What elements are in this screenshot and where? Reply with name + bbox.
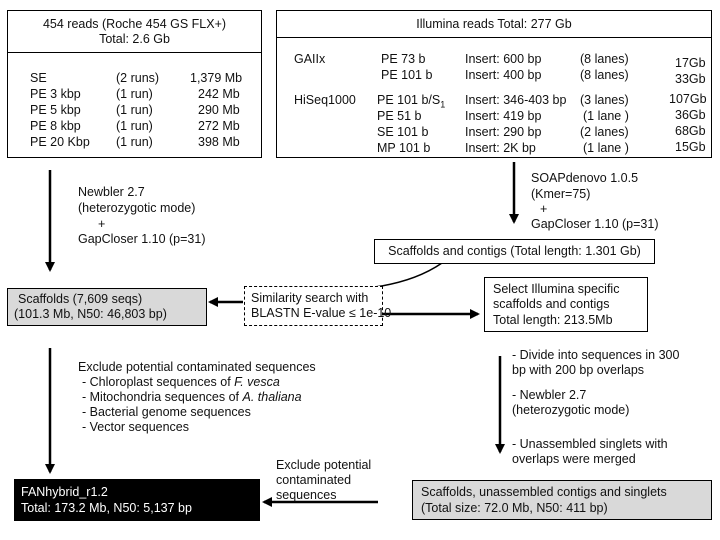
platform-gaiix: GAIIx xyxy=(294,52,326,66)
illumina-row-insert: Insert: 290 bp xyxy=(465,125,542,139)
illumina-row-insert: Insert: 2K bp xyxy=(465,141,536,155)
scaffolds-454-stats: (101.3 Mb, N50: 46,803 bp) xyxy=(14,307,167,321)
illumina-row-type: PE 101 b xyxy=(381,68,433,82)
newbler-plus: + xyxy=(98,217,106,231)
illumina-row-lanes: (8 lanes) xyxy=(580,68,629,82)
exclude-item-text: - Mitochondria sequences of xyxy=(82,390,243,404)
final-assembly-stats: Total: 173.2 Mb, N50: 5,137 bp xyxy=(21,501,192,515)
divide-step-line1: - Divide into sequences in 300 xyxy=(512,348,680,362)
illumina-row-type: PE 73 b xyxy=(381,52,426,66)
roche-row-type: PE 8 kbp xyxy=(30,119,81,133)
final-assembly-name: FANhybrid_r1.2 xyxy=(21,485,108,499)
illumina-row-type: PE 101 b/S1 xyxy=(377,93,445,113)
illumina-title: Illumina reads Total: 277 Gb xyxy=(416,17,572,31)
soapdenovo-plus: + xyxy=(540,202,548,216)
roche-row-size: 398 Mb xyxy=(198,135,240,149)
illumina-divider xyxy=(277,37,711,38)
newbler-step-line2: (heterozygotic mode) xyxy=(512,403,630,417)
illumina-reads-box: Illumina reads Total: 277 Gb GAIIx HiSeq… xyxy=(276,10,712,158)
illumina-row-lanes: (8 lanes) xyxy=(580,52,629,66)
newbler-mode: (heterozygotic mode) xyxy=(78,201,196,215)
illumina-row-size: 107Gb xyxy=(669,92,707,106)
newbler-version: Newbler 2.7 xyxy=(78,185,145,199)
exclude-bottom-line1: Exclude potential xyxy=(276,458,372,472)
roche-row-size: 290 Mb xyxy=(198,103,240,117)
similarity-search-title: Similarity search with xyxy=(251,291,369,305)
exclude-bottom-line3: sequences xyxy=(276,488,337,502)
roche-row-size: 242 Mb xyxy=(198,87,240,101)
roche-reads-box: 454 reads (Roche 454 GS FLX+) Total: 2.6… xyxy=(7,10,262,158)
illumina-row-insert: Insert: 346-403 bp xyxy=(465,93,567,107)
illumina-row-size: 15Gb xyxy=(675,140,706,154)
exclude-item-chloroplast: - Chloroplast sequences of F. vesca xyxy=(82,375,280,390)
roche-row-runs: (1 run) xyxy=(116,103,153,117)
scaffolds-454-count: Scaffolds (7,609 seqs) xyxy=(18,292,143,306)
exclude-item-bacterial: - Bacterial genome sequences xyxy=(82,405,251,419)
select-illumina-line2: scaffolds and contigs xyxy=(493,297,610,311)
select-illumina-total: Total length: 213.5Mb xyxy=(493,313,613,327)
roche-row-size: 1,379 Mb xyxy=(190,71,243,85)
newbler-step-line1: - Newbler 2.7 xyxy=(512,388,587,402)
illumina-row-lanes: (1 lane ) xyxy=(583,109,629,123)
species-name: F. vesca xyxy=(234,375,280,389)
exclude-item-vector: - Vector sequences xyxy=(82,420,190,434)
roche-row-runs: (1 run) xyxy=(116,135,153,149)
roche-row-type: SE xyxy=(30,71,47,85)
illumina-row-lanes: (2 lanes) xyxy=(580,125,629,139)
roche-row-runs: (2 runs) xyxy=(116,71,160,85)
illumina-row-type-main: PE 101 b/S xyxy=(377,93,441,107)
species-name: A. thaliana xyxy=(242,390,302,404)
illumina-row-type: PE 51 b xyxy=(377,109,422,123)
similarity-search-threshold: BLASTN E-value ≤ 1e-10 xyxy=(251,306,392,320)
illumina-row-lanes: (3 lanes) xyxy=(580,93,629,107)
illumina-row-size: 68Gb xyxy=(675,124,706,138)
soapdenovo-version: SOAPdenovo 1.0.5 xyxy=(531,171,639,185)
illumina-row-size: 33Gb xyxy=(675,72,706,86)
illumina-row-type-subscript: 1 xyxy=(440,99,446,110)
scaffolds-454-box: Scaffolds (7,609 seqs) (101.3 Mb, N50: 4… xyxy=(7,288,207,326)
illumina-row-size: 36Gb xyxy=(675,108,706,122)
scaffolds-contigs-box: Scaffolds and contigs (Total length: 1.3… xyxy=(374,239,655,264)
illumina-row-insert: Insert: 600 bp xyxy=(465,52,542,66)
exclude-item-mitochondria: - Mitochondria sequences of A. thaliana xyxy=(82,390,302,405)
illumina-row-insert: Insert: 419 bp xyxy=(465,109,542,123)
exclude-item-text: - Chloroplast sequences of xyxy=(82,375,235,389)
roche-row-runs: (1 run) xyxy=(116,119,153,133)
roche-divider xyxy=(8,52,261,53)
roche-row-size: 272 Mb xyxy=(198,119,240,133)
divide-step-line2: bp with 200 bp overlaps xyxy=(512,363,645,377)
gapcloser-left: GapCloser 1.10 (p=31) xyxy=(78,232,206,246)
roche-title: 454 reads (Roche 454 GS FLX+) xyxy=(42,17,227,31)
select-illumina-box: Select Illumina specific scaffolds and c… xyxy=(484,277,648,332)
roche-total: Total: 2.6 Gb xyxy=(99,32,170,46)
illumina-row-type: MP 101 b xyxy=(377,141,431,155)
platform-hiseq1000: HiSeq1000 xyxy=(294,93,356,107)
merged-sequences-stats: (Total size: 72.0 Mb, N50: 411 bp) xyxy=(421,501,608,515)
merged-sequences-box: Scaffolds, unassembled contigs and singl… xyxy=(412,480,712,520)
exclude-bottom-line2: contaminated xyxy=(276,473,352,487)
merge-step-line1: - Unassembled singlets with xyxy=(512,437,668,451)
illumina-row-lanes: (1 lane ) xyxy=(583,141,629,155)
gapcloser-right: GapCloser 1.10 (p=31) xyxy=(531,217,659,231)
select-illumina-line1: Select Illumina specific xyxy=(493,282,620,296)
merged-sequences-title: Scaffolds, unassembled contigs and singl… xyxy=(421,485,667,499)
illumina-row-insert: Insert: 400 bp xyxy=(465,68,542,82)
roche-row-runs: (1 run) xyxy=(116,87,153,101)
illumina-row-type: SE 101 b xyxy=(377,125,429,139)
merge-step-line2: overlaps were merged xyxy=(512,452,636,466)
exclude-title: Exclude potential contaminated sequences xyxy=(78,360,316,374)
illumina-row-size: 17Gb xyxy=(675,56,706,70)
fanhybrid-final-box: FANhybrid_r1.2 Total: 173.2 Mb, N50: 5,1… xyxy=(14,479,260,521)
roche-row-type: PE 5 kbp xyxy=(30,103,81,117)
roche-row-type: PE 20 Kbp xyxy=(30,135,90,149)
roche-row-type: PE 3 kbp xyxy=(30,87,81,101)
similarity-search-box: Similarity search with BLASTN E-value ≤ … xyxy=(244,286,391,326)
soapdenovo-kmer: (Kmer=75) xyxy=(531,187,591,201)
scaffolds-contigs-label: Scaffolds and contigs (Total length: 1.3… xyxy=(388,244,641,258)
